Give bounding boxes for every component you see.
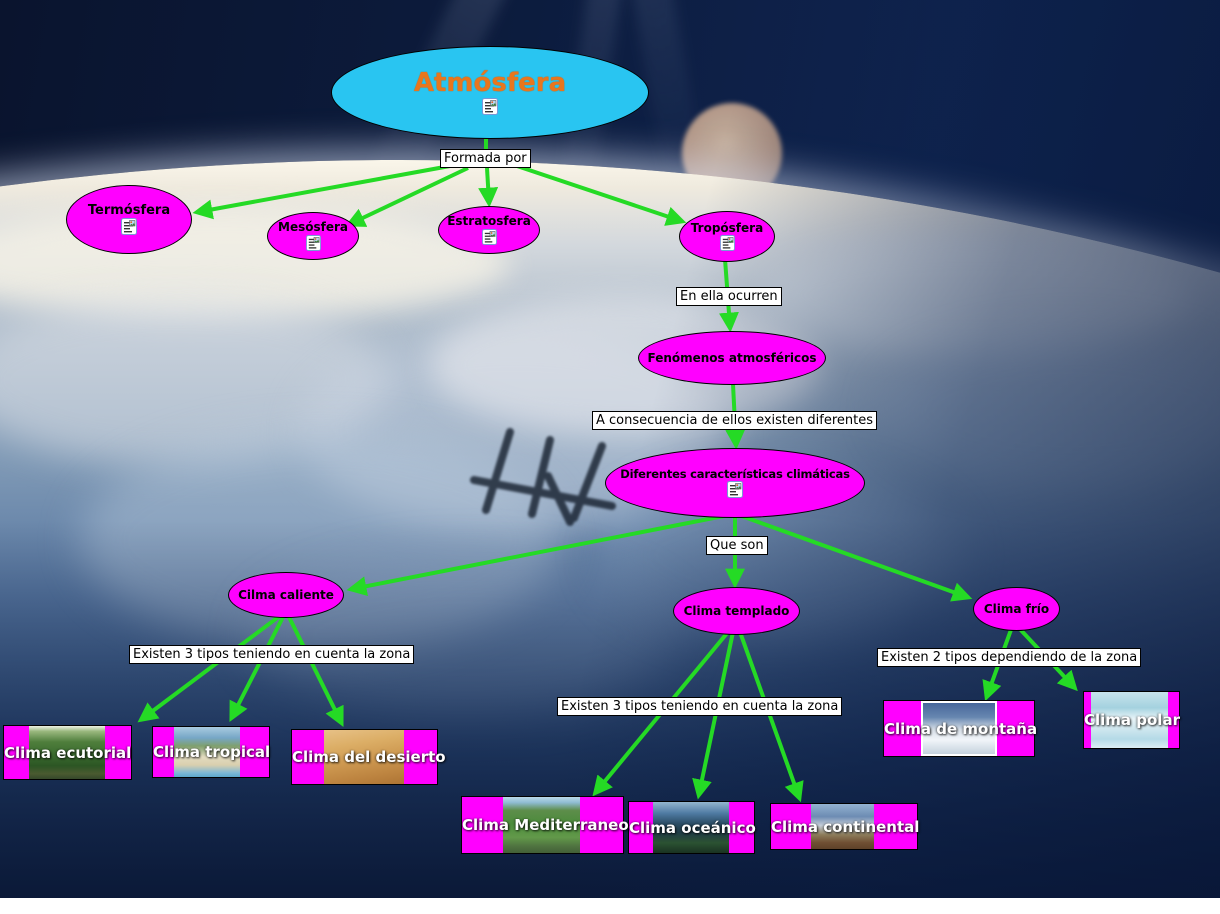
node-mesosfera[interactable]: Mesósfera bbox=[267, 212, 359, 260]
node-termosfera[interactable]: Termósfera bbox=[66, 185, 192, 254]
resource-icon[interactable] bbox=[482, 98, 498, 116]
resource-icon[interactable] bbox=[719, 235, 735, 252]
link-label-a-consecuencia[interactable]: A consecuencia de ellos existen diferent… bbox=[592, 411, 877, 430]
meadow-photo bbox=[503, 797, 580, 853]
leaf-label: Clima continental bbox=[771, 817, 920, 836]
leaf-clima-mediterraneo[interactable]: Clima Mediterraneo bbox=[461, 796, 629, 854]
leaf-clima-del-desierto[interactable]: Clima del desierto bbox=[291, 729, 446, 785]
resource-icon[interactable] bbox=[481, 228, 497, 245]
leaf-clima-de-montana[interactable]: Clima de montaña bbox=[883, 700, 1038, 757]
link-label-tipos-frio[interactable]: Existen 2 tipos dependiendo de la zona bbox=[877, 648, 1142, 667]
leaf-clima-oceanico[interactable]: Clima oceánico bbox=[628, 801, 756, 854]
link-label-que-son[interactable]: Que son bbox=[706, 536, 768, 555]
node-label: Cilma caliente bbox=[238, 587, 334, 602]
desert-photo bbox=[324, 730, 404, 784]
node-label: Clima frío bbox=[983, 601, 1050, 616]
leaf-clima-tropical[interactable]: Clima tropical bbox=[152, 726, 270, 778]
leaf-label: Clima tropical bbox=[153, 743, 271, 761]
leaf-label: Clima ecutorial bbox=[4, 743, 132, 762]
jungle-photo bbox=[29, 726, 105, 779]
leaf-label: Clima Mediterraneo bbox=[462, 816, 629, 834]
node-label: Mesósfera bbox=[278, 220, 348, 235]
node-label: Clima templado bbox=[683, 603, 790, 618]
node-clima-frio[interactable]: Clima frío bbox=[973, 587, 1060, 631]
snow-mountain-photo bbox=[921, 701, 997, 756]
leaf-label: Clima polar bbox=[1084, 711, 1180, 729]
node-label: Atmósfera bbox=[413, 67, 567, 98]
leaf-clima-ecutorial[interactable]: Clima ecutorial bbox=[3, 725, 132, 780]
resource-icon[interactable] bbox=[121, 218, 137, 236]
node-atmosfera[interactable]: Atmósfera bbox=[331, 46, 649, 139]
node-clima-caliente[interactable]: Cilma caliente bbox=[228, 572, 344, 618]
leaf-clima-polar[interactable]: Clima polar bbox=[1083, 691, 1180, 749]
node-label: Estratosfera bbox=[447, 214, 531, 229]
node-label: Tropósfera bbox=[690, 220, 764, 235]
node-label: Diferentes características climáticas bbox=[620, 466, 850, 481]
link-label-tipos-caliente[interactable]: Existen 3 tipos teniendo en cuenta la zo… bbox=[129, 645, 415, 664]
mountain-photo bbox=[811, 804, 874, 849]
node-label: Termósfera bbox=[87, 202, 171, 218]
link-label-tipos-templado[interactable]: Existen 3 tipos teniendo en cuenta la zo… bbox=[557, 697, 843, 716]
node-caracteristicas-climaticas[interactable]: Diferentes características climáticas bbox=[605, 448, 865, 518]
leaf-clima-continental[interactable]: Clima continental bbox=[770, 803, 920, 850]
beach-photo bbox=[174, 727, 240, 777]
leaf-label: Clima del desierto bbox=[292, 748, 446, 766]
link-label-en-ella-ocurren[interactable]: En ella ocurren bbox=[676, 287, 782, 306]
resource-icon[interactable] bbox=[727, 481, 743, 499]
leaf-label: Clima de montaña bbox=[884, 719, 1038, 738]
link-label-formada-por[interactable]: Formada por bbox=[440, 149, 531, 168]
node-troposfera[interactable]: Tropósfera bbox=[679, 211, 775, 262]
node-clima-templado[interactable]: Clima templado bbox=[673, 587, 800, 635]
polar-ice-photo bbox=[1091, 692, 1168, 748]
node-estratosfera[interactable]: Estratosfera bbox=[438, 206, 540, 254]
node-fenomenos-atmosfericos[interactable]: Fenómenos atmosféricos bbox=[638, 331, 826, 385]
leaf-label: Clima oceánico bbox=[629, 818, 756, 837]
node-label: Fenómenos atmosféricos bbox=[647, 350, 817, 365]
coast-photo bbox=[653, 802, 729, 853]
resource-icon[interactable] bbox=[305, 234, 321, 251]
